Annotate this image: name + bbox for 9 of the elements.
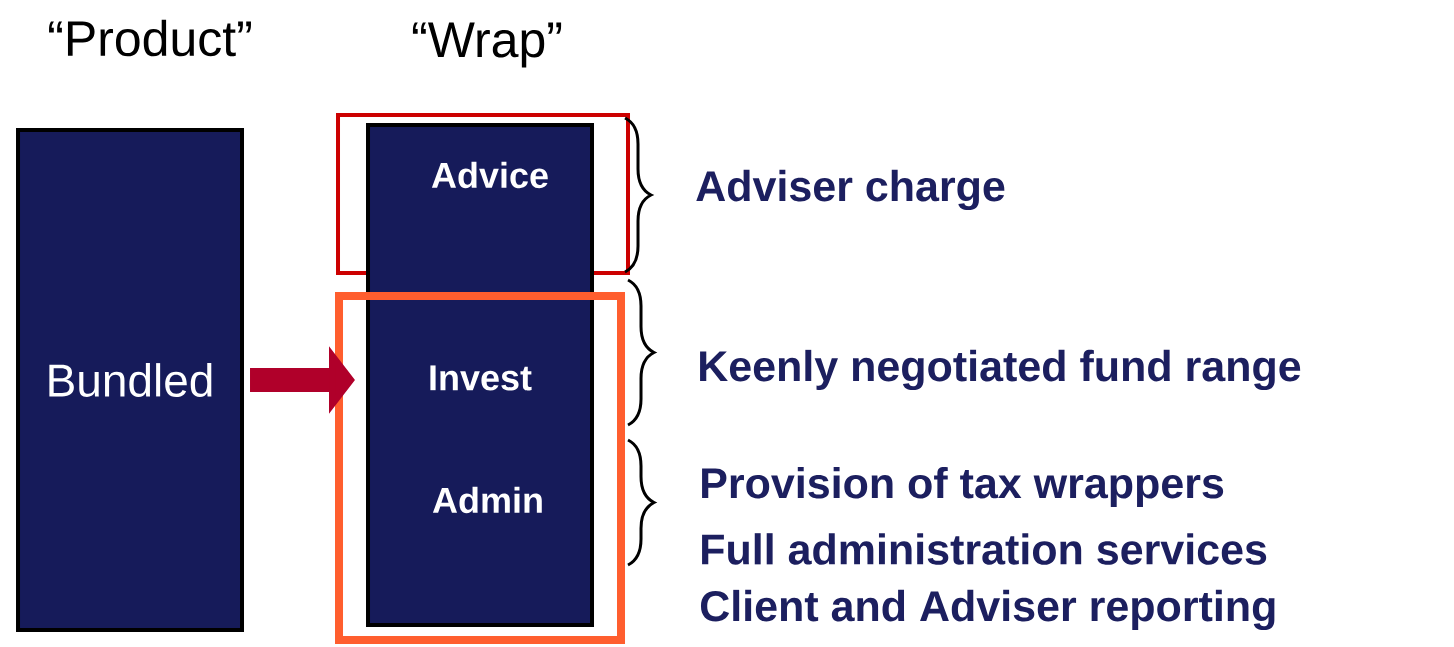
- description-text: Client and Adviser reporting: [700, 589, 1275, 631]
- description-text: Provision of tax wrappers: [702, 466, 1224, 508]
- node-label: “Product”: [49, 19, 251, 57]
- description-text: Full administration services: [702, 533, 1267, 565]
- bar-box: “Product” Bundled: [16, 19, 251, 632]
- node-label: “Wrap”: [412, 22, 562, 68]
- description-text: Keenly negotiated fund range: [700, 349, 1301, 391]
- description-text: Adviser charge: [696, 169, 1005, 211]
- bar-box: “Wrap” Advice Invest Admin: [366, 22, 594, 627]
